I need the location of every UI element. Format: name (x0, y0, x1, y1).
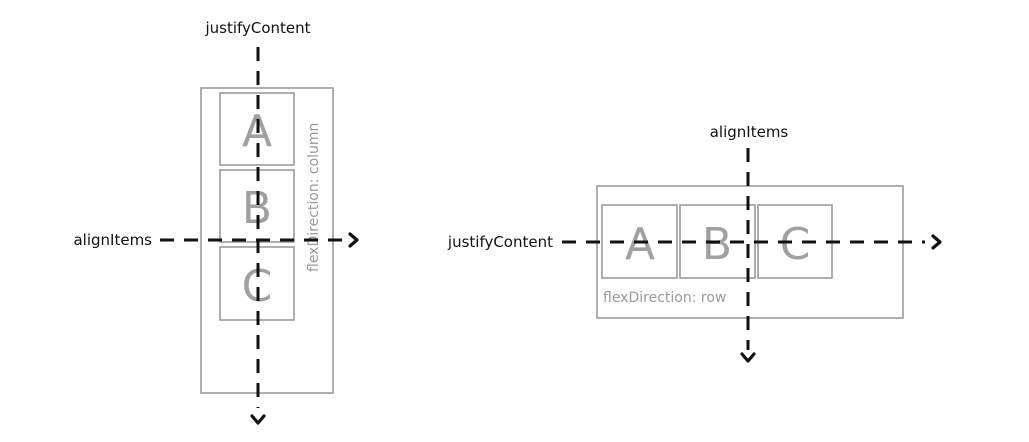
row-diagram: A B C flexDirection: row justifyContent … (447, 123, 942, 363)
row-cross-axis-arrowhead (740, 352, 756, 363)
column-direction-label: flexDirection: column (306, 123, 322, 272)
row-item-b-letter: B (702, 219, 732, 270)
column-main-axis-label: justifyContent (204, 19, 310, 37)
row-container (596, 185, 904, 319)
column-main-axis-arrowhead (250, 414, 266, 425)
column-cross-axis-arrowhead (348, 232, 359, 248)
column-item-b (219, 169, 295, 243)
row-item-c-letter: C (780, 219, 811, 270)
row-item-c (757, 204, 833, 279)
row-cross-axis-label: alignItems (710, 123, 789, 141)
row-main-axis-label: justifyContent (447, 233, 553, 251)
column-diagram: A B C flexDirection: column justifyConte… (73, 19, 359, 425)
row-main-axis-arrowhead (931, 234, 942, 250)
row-item-a-letter: A (625, 219, 655, 270)
row-direction-label: flexDirection: row (603, 290, 726, 306)
column-cross-axis-label: alignItems (73, 231, 152, 249)
